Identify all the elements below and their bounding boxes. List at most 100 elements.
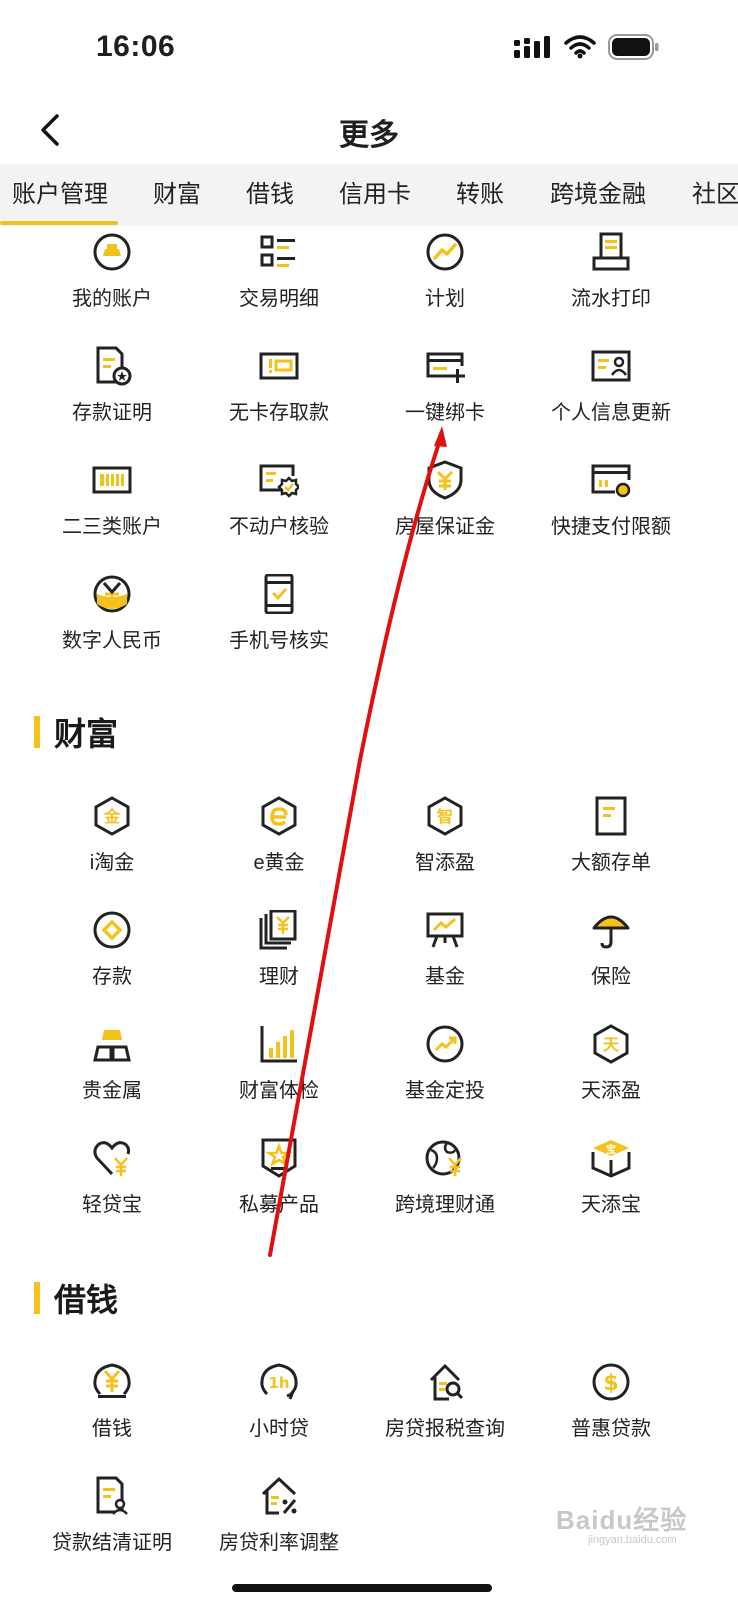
grid-item-personal-info-update[interactable]: 个人信息更新 <box>526 346 696 456</box>
wealth-row-4: 轻贷宝 私募产品 跨境理财通 宝 天添宝 <box>0 1138 738 1248</box>
grid-item-label: 贵金属 <box>82 1080 142 1102</box>
grid-item-digital-rmb[interactable]: 数字人民币 <box>27 574 197 684</box>
grid-item-label: 不动户核验 <box>229 516 329 538</box>
grid-item-housing-deposit[interactable]: 房屋保证金 <box>360 460 530 570</box>
grid-item-mortgage-tax-query[interactable]: 房贷报税查询 <box>360 1362 530 1472</box>
tab-wealth[interactable]: 财富 <box>153 181 201 208</box>
trend-circle-icon <box>426 1025 464 1063</box>
grid-item-my-account[interactable]: 我的账户 <box>27 232 197 342</box>
baidu-watermark: Baidu经验 <box>556 1505 688 1535</box>
account-row-3: 二三类账户 不动户核验 房屋保证金 快捷支付限额 <box>0 460 738 570</box>
grid-item-precious-metals[interactable]: 贵金属 <box>27 1024 197 1134</box>
dormant-check-icon <box>259 464 299 498</box>
tab-account-management[interactable]: 账户管理 <box>12 181 108 208</box>
grid-item-label: 私募产品 <box>239 1194 319 1216</box>
grid-item-large-deposit[interactable]: 大额存单 <box>526 796 696 906</box>
grid-item-loan-settlement-certificate[interactable]: 贷款结清证明 <box>27 1476 197 1586</box>
grid-item-label: 二三类账户 <box>62 516 162 538</box>
loan-row-2: 贷款结清证明 房贷利率调整 <box>0 1476 738 1586</box>
tab-loan[interactable]: 借钱 <box>246 181 294 208</box>
grid-item-label: 数字人民币 <box>62 630 162 652</box>
nav-bar: 更多 <box>0 100 738 162</box>
grid-item-inclusive-loan[interactable]: $ 普惠贷款 <box>526 1362 696 1472</box>
printer-icon <box>592 232 630 271</box>
section-title: 财富 <box>54 716 119 752</box>
grid-item-label: 基金 <box>425 966 465 988</box>
wealth-row-2: 存款 理财 基金 保险 <box>0 910 738 1020</box>
grid-item-plan[interactable]: 计划 <box>360 232 530 342</box>
grid-item-label: 存款证明 <box>72 402 152 424</box>
tab-cross-border[interactable]: 跨境金融 <box>550 181 646 208</box>
grid-item-phone-verification[interactable]: 手机号核实 <box>194 574 364 684</box>
grid-item-wealth-management[interactable]: 理财 <box>194 910 364 1020</box>
back-arrow-icon <box>41 114 59 146</box>
grid-item-i-gold[interactable]: 金 i淘金 <box>27 796 197 906</box>
umbrella-icon <box>592 915 630 949</box>
grid-item-private-equity[interactable]: 私募产品 <box>194 1138 364 1248</box>
dollar-circle-icon: $ <box>592 1363 630 1401</box>
grid-item-cross-border-wealth[interactable]: 跨境理财通 <box>360 1138 530 1248</box>
page-title: 更多 <box>339 119 399 152</box>
grid-item-qing-dai-bao[interactable]: 轻贷宝 <box>27 1138 197 1248</box>
star-badge-icon <box>261 1138 297 1178</box>
tian-hexagon-icon: 天 <box>593 1024 629 1064</box>
grid-item-label: 无卡存取款 <box>229 402 329 424</box>
grid-item-one-click-bind-card[interactable]: 一键绑卡 <box>360 346 530 456</box>
grid-item-label: 保险 <box>591 966 631 988</box>
grid-item-label: 基金定投 <box>405 1080 485 1102</box>
grid-item-label: 智添盈 <box>415 852 475 874</box>
grid-item-fund-investment-plan[interactable]: 基金定投 <box>360 1024 530 1134</box>
section-header-wealth: 财富 <box>34 712 118 752</box>
gold-ingot-icon <box>93 233 131 271</box>
section-accent-bar <box>34 1282 40 1314</box>
grid-item-statement-print[interactable]: 流水打印 <box>526 232 696 342</box>
grid-item-dormant-verification[interactable]: 不动户核验 <box>194 460 364 570</box>
grid-item-label: 手机号核实 <box>229 630 329 652</box>
payment-limit-icon <box>591 464 631 498</box>
grid-item-hourly-loan[interactable]: 1h 小时贷 <box>194 1362 364 1472</box>
grid-item-label: 个人信息更新 <box>551 402 671 424</box>
grid-item-cardless-deposit[interactable]: 无卡存取款 <box>194 346 364 456</box>
tab-community[interactable]: 社区 <box>692 181 738 208</box>
gold-bars-icon <box>93 1030 131 1062</box>
grid-item-e-gold[interactable]: e黄金 <box>194 796 364 906</box>
grid-item-class-2-3-account[interactable]: 二三类账户 <box>27 460 197 570</box>
back-button[interactable] <box>30 110 70 150</box>
tab-transfer[interactable]: 转账 <box>456 181 504 208</box>
yuan-circle-icon <box>93 1363 131 1398</box>
grid-item-zhi-tian-ying[interactable]: 智 智添盈 <box>360 796 530 906</box>
treasure-box-icon: 宝 <box>591 1140 631 1178</box>
wifi-icon <box>564 35 596 59</box>
fund-board-icon <box>426 912 464 948</box>
grid-item-label: 贷款结清证明 <box>52 1532 172 1554</box>
account-row-1: 我的账户 交易明细 计划 流水打印 <box>0 232 738 342</box>
battery-icon <box>608 34 659 60</box>
grid-item-wealth-checkup[interactable]: 财富体检 <box>194 1024 364 1134</box>
signal-icon <box>514 36 550 58</box>
cardless-icon <box>259 352 299 380</box>
grid-item-label: e黄金 <box>253 852 305 874</box>
trend-circle-icon <box>426 233 464 271</box>
globe-yuan-icon <box>425 1140 462 1176</box>
section-header-loan: 借钱 <box>34 1278 118 1318</box>
grid-item-tian-tian-bao[interactable]: 宝 天添宝 <box>526 1138 696 1248</box>
tab-credit-card[interactable]: 信用卡 <box>339 181 411 208</box>
grid-item-label: 快捷支付限额 <box>551 516 671 538</box>
box-glyph: 宝 <box>606 1143 616 1156</box>
grid-item-deposit-certificate[interactable]: 存款证明 <box>27 346 197 456</box>
grid-item-quick-pay-limit[interactable]: 快捷支付限额 <box>526 460 696 570</box>
grid-item-mortgage-rate-adjust[interactable]: 房贷利率调整 <box>194 1476 364 1586</box>
grid-item-borrow[interactable]: 借钱 <box>27 1362 197 1472</box>
grid-item-tian-tian-ying[interactable]: 天 天添盈 <box>526 1024 696 1134</box>
shield-yuan-icon <box>427 460 463 500</box>
grid-item-insurance[interactable]: 保险 <box>526 910 696 1020</box>
grid-item-label: 普惠贷款 <box>571 1418 651 1440</box>
grid-item-fund[interactable]: 基金 <box>360 910 530 1020</box>
finance-docs-icon <box>259 910 297 950</box>
certificate-icon <box>96 346 132 386</box>
grid-item-transaction-details[interactable]: 交易明细 <box>194 232 364 342</box>
grid-item-deposit[interactable]: 存款 <box>27 910 197 1020</box>
home-indicator[interactable] <box>232 1584 492 1592</box>
status-bar: 16:06 <box>0 0 738 100</box>
baidu-watermark-url: jingyan.baidu.com <box>588 1534 677 1546</box>
